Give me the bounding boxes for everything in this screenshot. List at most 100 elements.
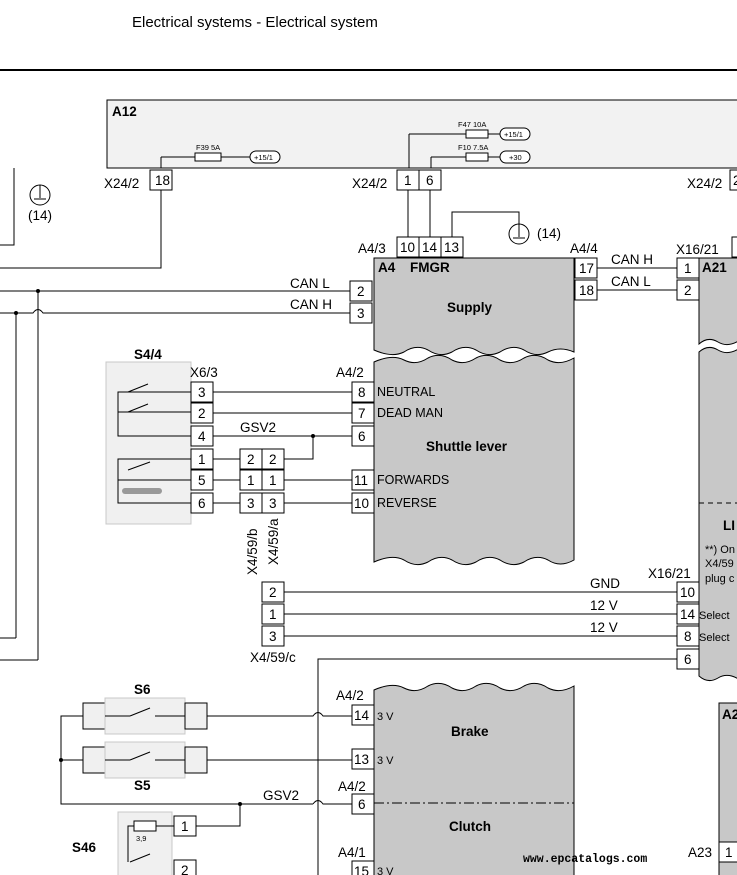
signal-label: GSV2: [263, 788, 299, 803]
pin: 1: [725, 845, 733, 860]
signal-label: Select: [699, 632, 730, 644]
page-title: Electrical systems - Electrical system: [132, 14, 378, 31]
connector-a4-3: 10 14 13 A4/3: [358, 236, 464, 258]
left-wiring: [0, 168, 162, 661]
signal-label: DEAD MAN: [377, 406, 443, 420]
switch-label: S46: [72, 840, 97, 855]
signal-label: CAN L: [611, 274, 651, 289]
clutch-label: Clutch: [449, 819, 491, 834]
connector-label: A4/2: [336, 365, 364, 380]
header-divider: [0, 69, 737, 71]
switch-s6: S6: [82, 682, 208, 735]
fuse-f47-icon: [465, 129, 489, 139]
ground-label: (14): [28, 208, 52, 223]
connector-x4-59-c: 2 1 3 X4/59/c: [250, 581, 296, 665]
connector-label: X16/21: [648, 566, 691, 581]
pin: 3: [198, 385, 206, 400]
terminal-15-icon: [249, 150, 281, 164]
signal-label: CAN H: [611, 252, 653, 267]
signal-label: NEUTRAL: [377, 385, 435, 399]
pin: 3: [247, 496, 255, 511]
module-a21: A21 LI **) On X4/59 plug c: [698, 257, 737, 682]
pin: 1: [404, 173, 412, 188]
signal-label: CAN L: [290, 276, 330, 291]
switch-label: S4/4: [134, 347, 162, 362]
switch-label: S6: [134, 682, 151, 697]
pin: 8: [684, 629, 692, 644]
pin: 2: [198, 406, 206, 421]
signal-label: Select: [699, 610, 730, 622]
pin: 2: [181, 863, 189, 875]
signal-label: 3 V: [377, 755, 394, 767]
pin: 6: [684, 652, 692, 667]
pin: 17: [579, 261, 594, 276]
signal-label: 12 V: [590, 598, 618, 613]
connector-a4-2: A4/2 8 7 6 11 10: [336, 365, 375, 514]
terminal-30-icon: [499, 150, 531, 164]
pin: 13: [354, 752, 369, 767]
fuse-f10-label: F10 7.5A: [458, 143, 488, 152]
pin: 6: [198, 496, 206, 511]
pin: 2: [357, 284, 365, 299]
supply-wires: [407, 190, 520, 237]
pin: 1: [247, 473, 255, 488]
pin: 6: [358, 429, 366, 444]
lever-icon: [122, 488, 162, 494]
pin: 11: [354, 473, 368, 488]
pin: 3: [269, 496, 277, 511]
fuse-f47-label: F47 10A: [458, 120, 486, 129]
pin: 5: [198, 473, 206, 488]
connector-label: X24/2: [104, 176, 139, 191]
pin: 2: [684, 283, 692, 298]
connector-label: X16/21: [676, 242, 719, 257]
fuse-f39-label: F39 5A: [196, 143, 220, 152]
power-wires: [284, 591, 677, 710]
connector-label: A4/2: [338, 779, 366, 794]
switch-label: S5: [134, 778, 151, 793]
switch-s46: S46 3,9 1 2: [72, 811, 197, 875]
pin: 3: [357, 306, 365, 321]
signal-label: 12 V: [590, 620, 618, 635]
connector-label: X6/3: [190, 365, 218, 380]
module-a2x-fragment: A2 A23 1: [688, 702, 737, 875]
resistor-icon: [133, 820, 157, 832]
pin: 7: [358, 406, 366, 421]
connector-x4-59-ab: 2 2 1 1 3 3 X4/59/b X4/59/a: [239, 448, 285, 575]
ground-label: (14): [537, 226, 561, 241]
connector-label: X4/59/a: [266, 518, 281, 565]
connector-label: X24/2: [687, 176, 722, 191]
connector-label: A23: [688, 845, 712, 860]
pin: 2: [269, 585, 277, 600]
switch-s4-4: S4/4: [105, 347, 192, 525]
pin: 6: [358, 797, 366, 812]
signal-label: GSV2: [240, 420, 276, 435]
terminal-30-label: +30: [509, 153, 522, 162]
pin: 18: [155, 173, 170, 188]
junction-icon: [311, 434, 315, 438]
resistor-label: 3,9: [136, 834, 146, 843]
pin: 3: [269, 629, 277, 644]
connector-label: X4/59/b: [245, 528, 260, 575]
connector-a4-2-brake: A4/2 14 13 A4/2 6 A4/1 15: [336, 688, 375, 875]
junction-icon: [59, 758, 63, 762]
terminal-15-label: +15/1: [254, 153, 273, 162]
fuse-f10-icon: [465, 152, 489, 162]
pin: 10: [680, 585, 695, 600]
connector-label: X24/2: [352, 176, 387, 191]
pin: 15: [354, 864, 369, 875]
brake-wires: [60, 710, 352, 875]
pin: 1: [269, 607, 277, 622]
signal-label: FORWARDS: [377, 473, 449, 487]
pin: 13: [444, 240, 459, 255]
brake-label: Brake: [451, 724, 489, 739]
supply-label: Supply: [447, 300, 492, 315]
pin: 1: [684, 261, 692, 276]
pin: 14: [354, 708, 370, 723]
pin: 2: [269, 452, 277, 467]
pin: 1: [198, 452, 206, 467]
watermark: www.epcatalogs.com: [523, 853, 647, 866]
module-a4-shuttle: Shuttle lever NEUTRAL DEAD MAN FORWARDS …: [373, 354, 575, 566]
module-a21-cut-label: LI: [723, 518, 735, 533]
signal-label: GND: [590, 576, 620, 591]
